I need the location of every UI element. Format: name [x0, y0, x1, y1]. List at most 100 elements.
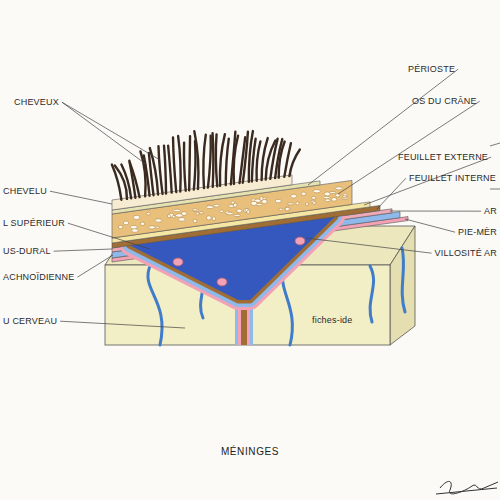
leader-line [390, 211, 481, 212]
bone-speckle [296, 202, 299, 205]
bone-speckle [155, 226, 159, 228]
bone-speckle [206, 216, 211, 220]
leader-line [54, 249, 112, 251]
bone-speckle [147, 212, 151, 215]
leader-line [405, 219, 455, 232]
part-label: FEUILLET INTERNE [409, 173, 496, 183]
bone-speckle [132, 229, 139, 233]
arachnoid-villus [295, 237, 305, 245]
leader-line [62, 102, 147, 165]
bone-speckle [167, 215, 170, 218]
bone-speckle [172, 215, 175, 218]
bone-speckle [227, 212, 233, 215]
bone-speckle [192, 209, 199, 211]
hair [279, 142, 285, 178]
leader-line [308, 69, 458, 185]
part-label: L SUPÉRIEUR [3, 218, 65, 228]
hair [130, 163, 140, 197]
bone-speckle [247, 210, 250, 213]
bone-speckle [324, 192, 330, 196]
bone-speckle [313, 190, 320, 193]
hair [226, 139, 229, 185]
part-label: CHEVEUX [14, 97, 59, 107]
bone-speckle [312, 196, 316, 199]
bone-speckle [323, 196, 330, 198]
hair [252, 139, 256, 182]
bone-speckle [149, 226, 156, 229]
hair [158, 146, 162, 194]
hair [121, 165, 131, 199]
meninges-layers [112, 175, 408, 300]
bone-speckle [196, 213, 199, 215]
bone-speckle [193, 219, 197, 223]
hair [234, 136, 238, 184]
part-label: US-DURAL [3, 246, 51, 256]
hair-group [112, 131, 300, 200]
hair [220, 134, 225, 186]
hair [203, 135, 205, 188]
part-label: CHEVELU [3, 186, 47, 196]
bone-speckle [219, 210, 223, 212]
hair [178, 136, 180, 191]
bone-speckle [262, 197, 266, 199]
bone-speckle [133, 215, 139, 219]
brain-side [390, 226, 415, 345]
part-label: AR [484, 206, 497, 216]
part-label: PÉRIOSTE [408, 64, 455, 74]
hair [188, 136, 191, 190]
arachnoid-villus [173, 258, 183, 266]
bone-speckle [233, 203, 237, 207]
bone-speckle [325, 199, 330, 202]
bone-speckle [335, 187, 342, 190]
bone-speckle [332, 198, 337, 202]
bone-speckle [287, 203, 294, 205]
hair [289, 150, 299, 177]
part-label: OS DU CRÂNE [412, 96, 477, 106]
hair [257, 141, 261, 180]
bone-speckle [312, 202, 316, 205]
leader-line [490, 143, 500, 146]
arachnoid-villus [217, 278, 227, 286]
hair [243, 132, 248, 183]
hair [194, 141, 196, 189]
bone-speckle [173, 209, 180, 212]
brain-sulcus [148, 266, 162, 345]
bone-speckle [237, 209, 242, 213]
part-label: FEUILLET EXTERNE [398, 152, 488, 162]
bone-speckle [262, 200, 267, 204]
leader-line [68, 223, 150, 249]
leader-line [60, 321, 185, 328]
hair [184, 143, 186, 191]
watermark: fiches-ide [312, 315, 353, 325]
part-label: VILLOSITÉ AR [435, 248, 497, 258]
hair [194, 131, 198, 189]
bone-speckle [118, 225, 123, 228]
leader-line [490, 189, 500, 190]
hair [164, 146, 166, 194]
part-label: ACHNOÏDIENNE [3, 272, 74, 282]
bone-speckle [193, 209, 198, 211]
bone-speckle [275, 199, 281, 203]
brain-sulcus [370, 266, 374, 322]
bone-speckle [285, 207, 289, 210]
hair [173, 138, 176, 192]
hair [208, 136, 211, 188]
bone-speckle [141, 222, 145, 226]
leader-line [377, 178, 406, 209]
bone-speckle [244, 209, 251, 213]
misc-marks [436, 143, 500, 494]
leader-lines [50, 69, 491, 328]
leader-line [50, 191, 112, 204]
bone-speckle [181, 212, 187, 216]
leader-line [306, 238, 432, 253]
bone-speckle [234, 214, 240, 216]
bone-speckle [206, 206, 213, 209]
leader-line [62, 102, 160, 160]
bone-speckle [343, 194, 347, 196]
bone-speckle [336, 194, 340, 197]
brain-sulcus [402, 248, 405, 312]
hair [168, 146, 172, 193]
part-label: U CERVEAU [3, 316, 57, 326]
